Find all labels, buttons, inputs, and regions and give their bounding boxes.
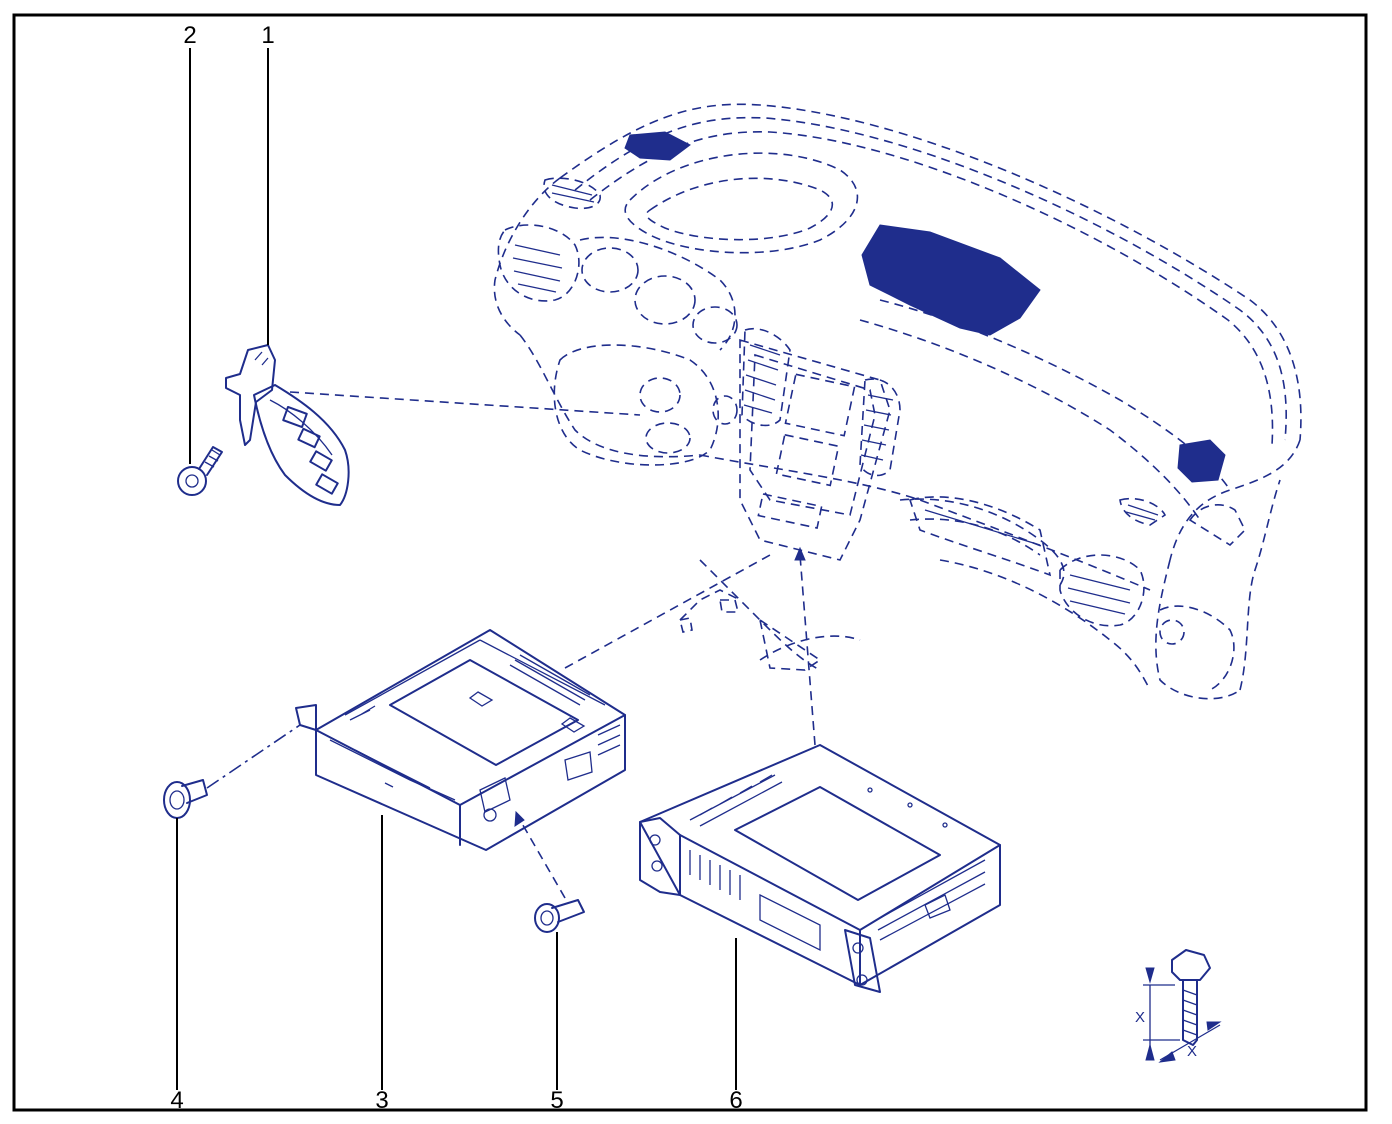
airbag-panel-solid: [861, 224, 1041, 336]
bolt-5: [534, 899, 585, 933]
callout-6: 6: [729, 1087, 742, 1114]
callout-3: 3: [375, 1087, 388, 1114]
bolt-4: [163, 779, 208, 819]
dim-label-length: X: [1135, 1009, 1145, 1026]
module-unit-6: [639, 744, 1001, 993]
dashboard-assembly: [493, 103, 1302, 700]
callout-2: 2: [183, 22, 196, 49]
assembly-lines: [206, 391, 816, 899]
callout-4: 4: [170, 1087, 183, 1114]
speaker-grille-solid: [624, 131, 691, 161]
diagram-frame: [12, 13, 1368, 1112]
radio-unit-3: [295, 629, 626, 851]
tweeter-grille-solid: [1177, 439, 1226, 483]
callout-5: 5: [550, 1087, 563, 1114]
screw-2: [177, 446, 223, 496]
callout-1: 1: [261, 22, 274, 49]
screw-dimension-detail: X X: [1135, 949, 1222, 1063]
callout-numbers: 1 2 3 4 5 6: [170, 22, 742, 1114]
steering-wheel-switch: [225, 344, 350, 506]
leader-lines: [176, 48, 737, 1090]
dim-label-diameter: X: [1187, 1043, 1197, 1060]
